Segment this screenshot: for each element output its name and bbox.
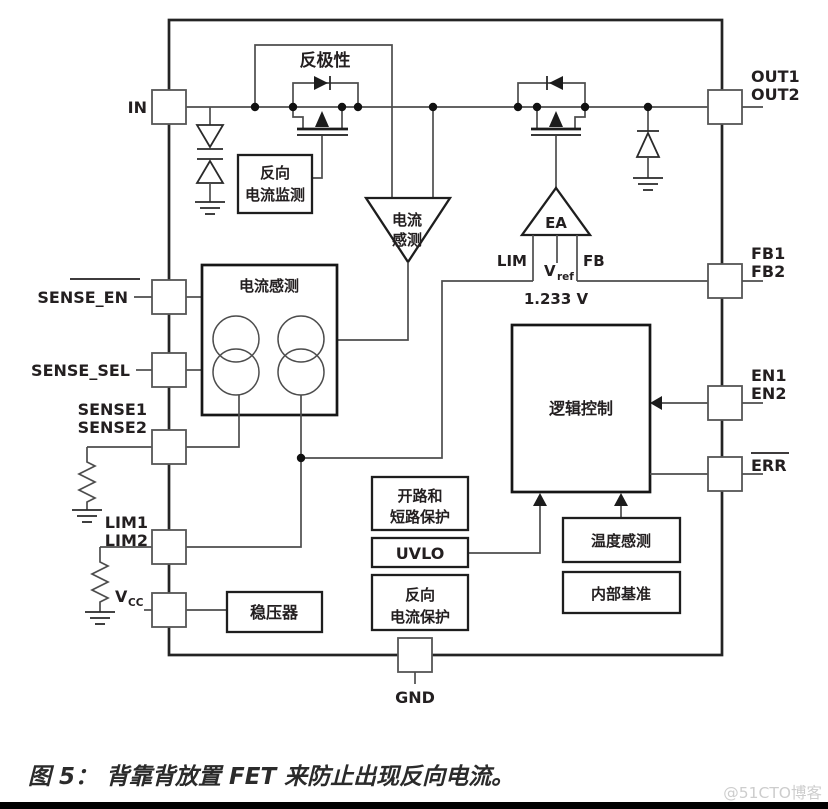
rail-junction-dots [250,102,653,112]
vcc-pin-label: V [115,587,128,606]
uvlo-box: UVLO [370,536,470,569]
vref-label: V [544,262,556,280]
lim-pin-wire [186,458,302,548]
amp-output-wire [337,262,409,341]
pin-stubs [134,106,763,684]
internal-reference-box: 内部基准 [561,570,682,615]
lim-pin-box [151,529,187,565]
input-tvs-diodes [195,107,225,215]
reverse-current-monitor-line2: 电流监测 [245,186,305,204]
err-pin-box [707,456,743,492]
sense-set-resistor [72,446,152,523]
lim2-pin-label: LIM2 [105,531,148,550]
vref-value-label: 1.233 V [524,290,589,308]
fb1-pin-label: FB1 [751,244,785,263]
output-fet [517,76,586,188]
open-short-line2: 短路保护 [390,508,450,526]
ground-symbol-sense [72,509,102,523]
uvlo-to-logic-wire [468,493,547,554]
vcc-pin-subscript: CC [128,597,144,609]
fb-input-label: FB [583,252,605,270]
lim1-pin-label: LIM1 [105,513,148,532]
tvs-diode-bottom [195,159,225,184]
fet2-arrow [549,111,563,127]
reverse-current-monitor-box: 反向 电流监测 [236,153,314,215]
input-fet [292,76,359,179]
en2-pin-label: EN2 [751,384,786,403]
regulator-label: 稳压器 [250,603,299,622]
watermark: @51CTO博客 [723,784,822,802]
logic-control-label: 逻辑控制 [549,399,613,418]
fet1-body-diode-loop [292,82,359,107]
pre-fet-sense-wire [254,44,393,198]
current-sense-amp-line2: 感测 [392,231,422,249]
sense-sel-pin-label: SENSE_SEL [31,361,130,380]
fet1-gate-wire [312,136,323,179]
fet1-arrow [315,111,329,127]
current-sense-amp-line1: 电流 [392,211,422,229]
reverse-polarity-label: 反极性 [300,50,351,71]
fet2-body-diode-loop [517,82,586,107]
current-sense-box: 电流感测 [186,263,339,417]
out-pin-box [707,89,743,125]
reverse-current-prot-line2: 电流保护 [390,608,450,626]
ic-boundary [167,18,724,657]
lim-to-ea-wire [301,280,533,459]
current-source-circles [212,315,325,396]
temp-sense-box: 温度感测 [561,516,682,564]
internal-reference-label: 内部基准 [591,585,651,603]
out1-pin-label: OUT1 [751,67,800,86]
sense-en-pin-box [151,279,187,315]
temp-sense-label: 温度感测 [591,532,651,550]
current-sense-amp: 电流 感测 [363,196,453,265]
output-clamp-diode [633,107,663,191]
current-sense-box-title: 电流感测 [239,277,299,295]
vref-subscript: ref [557,271,574,283]
sense-pin-wire [186,395,240,448]
regulator-box: 稳压器 [225,590,324,634]
sense1-pin-label: SENSE1 [78,400,147,419]
out2-pin-label: OUT2 [751,85,800,104]
sense-pin-box [151,429,187,465]
ea-amplifier: EA [519,186,593,281]
vcc-pin-box [151,592,187,628]
sense2-pin-label: SENSE2 [78,418,147,437]
in-pin-box [151,89,187,125]
lim-set-resistor [85,546,152,625]
err-pin-label: ERR [751,456,787,475]
open-short-line1: 开路和 [397,487,442,505]
reverse-current-protection-box: 反向 电流保护 [370,573,470,632]
ground-symbol-input [195,201,225,215]
logic-control-box: 逻辑控制 [510,323,652,494]
uvlo-label: UVLO [396,544,445,563]
temp-to-logic-wire [614,493,628,518]
bottom-bar [0,802,828,809]
fet1-body-diode [314,76,328,90]
ea-label: EA [545,214,567,232]
en-arrow-wire [650,396,708,410]
figure-caption: 图 5： 背靠背放置 FET 来防止出现反向电流。 [28,764,514,790]
en-pin-box [707,385,743,421]
in-pin-label: IN [128,98,147,117]
reverse-current-monitor-line1: 反向 [260,164,290,182]
ground-symbol-output [633,177,663,191]
gnd-pin-box [397,637,433,673]
open-short-protection-box: 开路和 短路保护 [370,475,470,532]
fet2-body-diode [549,76,563,90]
fb2-pin-label: FB2 [751,262,785,281]
lim-junction-dot [296,453,306,463]
fb-pin-box [707,263,743,299]
lim-input-label: LIM [497,252,527,270]
ground-symbol-lim [85,611,115,625]
sense-sel-pin-box [151,352,187,388]
tvs-diode-top [195,124,225,149]
en1-pin-label: EN1 [751,366,786,385]
reverse-current-prot-line1: 反向 [405,586,435,604]
gnd-pin-label: GND [395,688,435,707]
sense-en-pin-label: SENSE_EN [37,288,128,307]
